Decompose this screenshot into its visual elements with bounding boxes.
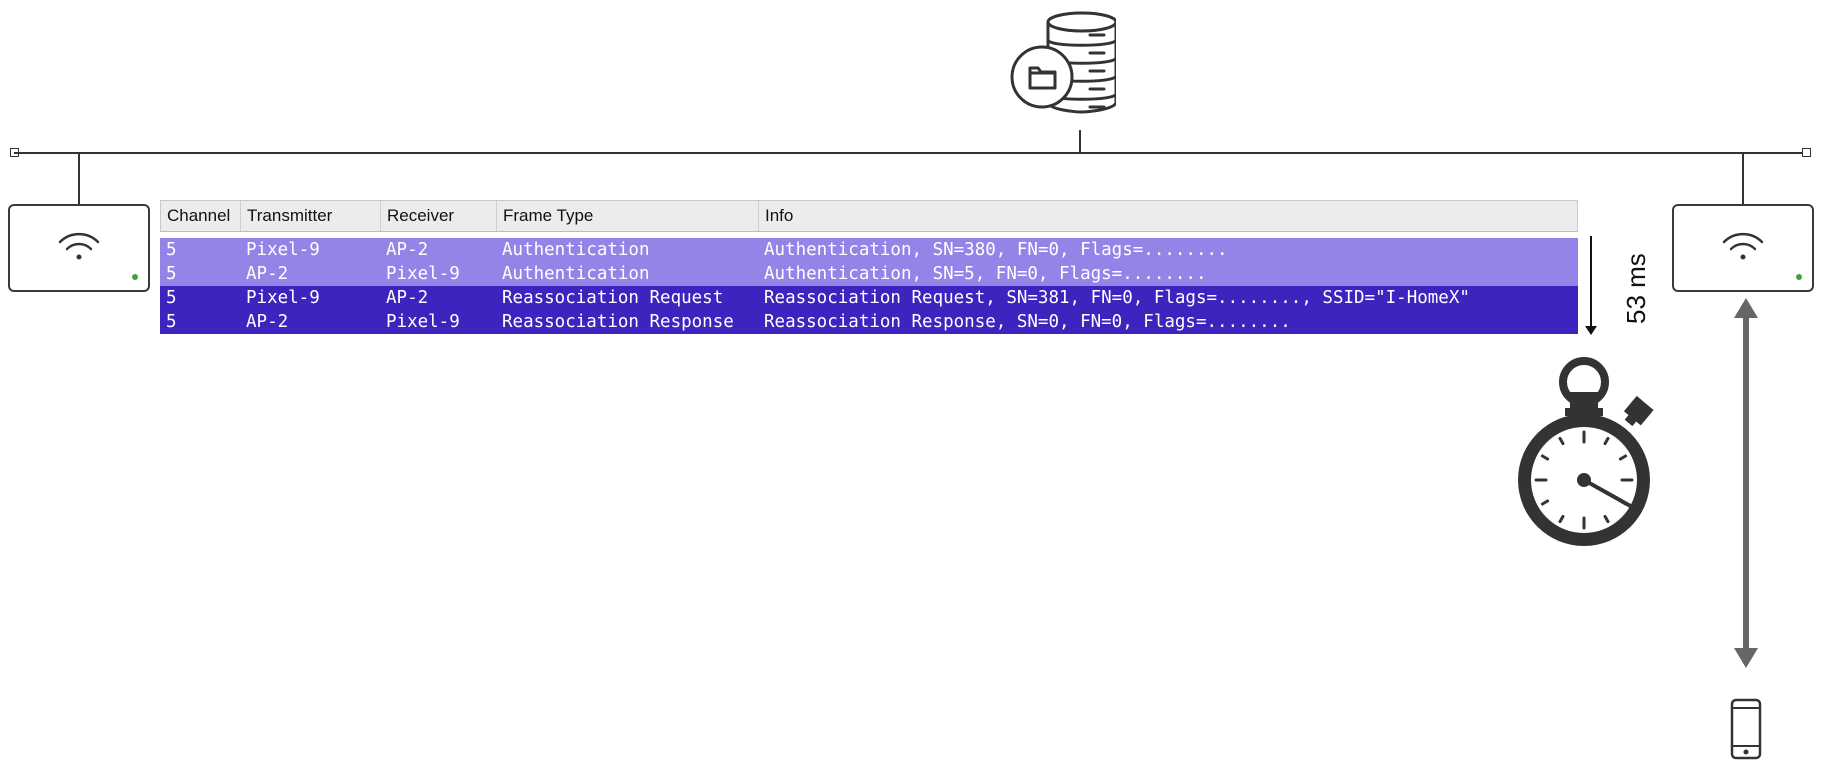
cell-channel: 5 xyxy=(166,264,177,284)
cell-channel: 5 xyxy=(166,288,177,308)
cell-channel: 5 xyxy=(166,240,177,260)
column-header-channel[interactable]: Channel xyxy=(161,201,241,231)
server-database-icon xyxy=(1010,6,1118,132)
column-header-transmitter[interactable]: Transmitter xyxy=(241,201,381,231)
wifi-icon xyxy=(1722,232,1764,260)
delay-label-text: 53 ms xyxy=(1621,253,1651,324)
cell-transmitter: AP-2 xyxy=(246,264,289,284)
cell-receiver: AP-2 xyxy=(386,240,429,260)
table-row[interactable]: 5 Pixel-9 AP-2 Reassociation Request Rea… xyxy=(160,286,1578,310)
cell-frame-type: Authentication xyxy=(502,240,650,260)
status-led xyxy=(132,274,138,280)
status-led xyxy=(1796,274,1802,280)
cell-transmitter: Pixel-9 xyxy=(246,288,320,308)
packet-capture-table: Channel Transmitter Receiver Frame Type … xyxy=(160,200,1578,334)
cell-info: Authentication, SN=5, FN=0, Flags=......… xyxy=(764,264,1207,284)
client-link-arrow xyxy=(1743,312,1749,650)
network-line-endpoint-right xyxy=(1802,148,1811,157)
access-point-left xyxy=(8,204,150,292)
cell-frame-type: Authentication xyxy=(502,264,650,284)
cell-info: Authentication, SN=380, FN=0, Flags=....… xyxy=(764,240,1228,260)
column-header-info[interactable]: Info xyxy=(765,206,794,225)
table-row[interactable]: 5 AP-2 Pixel-9 Authentication Authentica… xyxy=(160,262,1578,286)
cell-info: Reassociation Request, SN=381, FN=0, Fla… xyxy=(764,288,1470,308)
column-header-frame-type[interactable]: Frame Type xyxy=(497,201,759,231)
table-row[interactable]: 5 AP-2 Pixel-9 Reassociation Response Re… xyxy=(160,310,1578,334)
ap-left-connector xyxy=(78,153,80,205)
cell-frame-type: Reassociation Request xyxy=(502,288,724,308)
delay-arrow-line xyxy=(1590,236,1592,328)
stopwatch-icon xyxy=(1510,352,1666,556)
table-row[interactable]: 5 Pixel-9 AP-2 Authentication Authentica… xyxy=(160,238,1578,262)
access-point-right xyxy=(1672,204,1814,292)
network-backbone-line xyxy=(14,152,1810,154)
cell-transmitter: Pixel-9 xyxy=(246,240,320,260)
cell-receiver: Pixel-9 xyxy=(386,312,460,332)
cell-frame-type: Reassociation Response xyxy=(502,312,734,332)
delay-arrow-head xyxy=(1585,326,1597,335)
cell-transmitter: AP-2 xyxy=(246,312,289,332)
cell-receiver: Pixel-9 xyxy=(386,264,460,284)
server-connector xyxy=(1079,130,1081,154)
link-arrow-head-top xyxy=(1734,298,1758,318)
ap-right-connector xyxy=(1742,153,1744,205)
cell-receiver: AP-2 xyxy=(386,288,429,308)
wifi-icon xyxy=(58,232,100,260)
table-header: Channel Transmitter Receiver Frame Type … xyxy=(160,200,1578,232)
delay-label: 53 ms xyxy=(1597,248,1651,328)
link-arrow-head-bottom xyxy=(1734,648,1758,668)
column-header-receiver[interactable]: Receiver xyxy=(381,201,497,231)
cell-info: Reassociation Response, SN=0, FN=0, Flag… xyxy=(764,312,1291,332)
smartphone-icon xyxy=(1730,698,1762,760)
cell-channel: 5 xyxy=(166,312,177,332)
